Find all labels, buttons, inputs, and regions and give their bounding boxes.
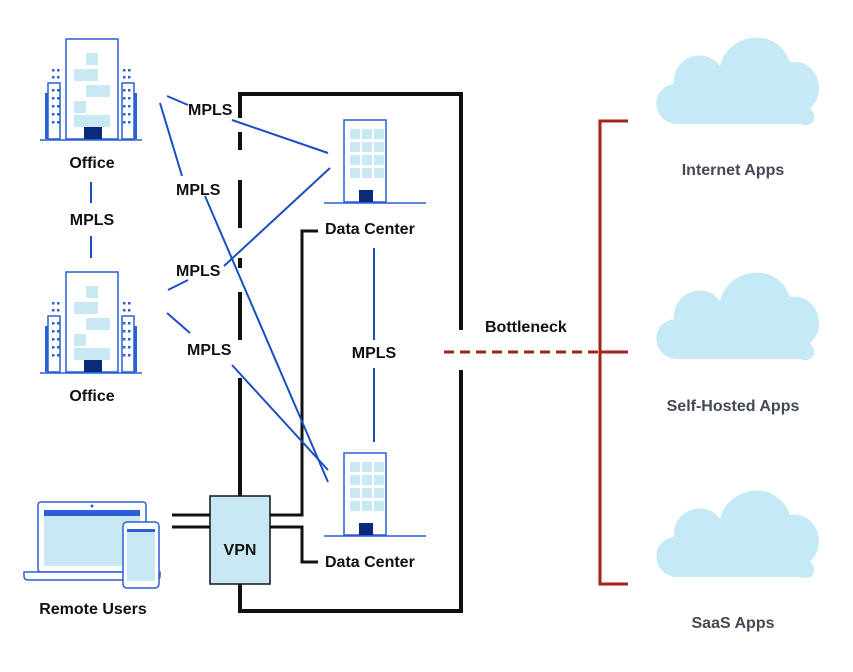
vpn-label: VPN (223, 542, 257, 559)
mpls-label: MPLS (187, 342, 232, 359)
vpn-box (209, 495, 271, 585)
bottleneck-label: Bottleneck (485, 319, 567, 336)
office-label: Office (69, 155, 115, 172)
bottleneck-link (444, 119, 628, 586)
data-center-label: Data Center (325, 221, 415, 238)
office-label: Office (69, 388, 115, 405)
mpls-label: MPLS (188, 102, 233, 119)
data-center-label: Data Center (325, 554, 415, 571)
dc-link-label: MPLS (351, 345, 397, 362)
app-label-self-hosted: Self-Hosted Apps (666, 398, 800, 415)
vpn-wires (172, 229, 318, 564)
mpls-links (90, 95, 375, 483)
link-office1-dc1-b (231, 119, 329, 154)
link-office2-dc1-b (223, 167, 331, 267)
office-building-icon (39, 38, 143, 141)
link-office1-dc2-a (159, 102, 183, 177)
mpls-label: MPLS (176, 182, 221, 199)
cloud-icon (656, 37, 820, 126)
mpls-label: MPLS (176, 263, 221, 280)
office-link-label: MPLS (69, 212, 115, 229)
office-building-icon (39, 271, 143, 374)
remote-users-label: Remote Users (39, 601, 147, 618)
link-office1-dc2-b (204, 195, 329, 483)
app-label-internet: Internet Apps (681, 162, 785, 179)
link-office2-dc2-b (231, 364, 329, 471)
cloud-icon (656, 490, 820, 579)
link-office2-dc1-a (167, 279, 189, 291)
app-label-saas: SaaS Apps (691, 615, 775, 632)
phone-icon (122, 521, 160, 589)
cloud-icon (656, 272, 820, 361)
data-center-icon (323, 119, 427, 204)
link-office2-dc2-a (166, 312, 191, 334)
link-office1-dc1-a (166, 95, 189, 106)
data-center-icon (323, 452, 427, 537)
